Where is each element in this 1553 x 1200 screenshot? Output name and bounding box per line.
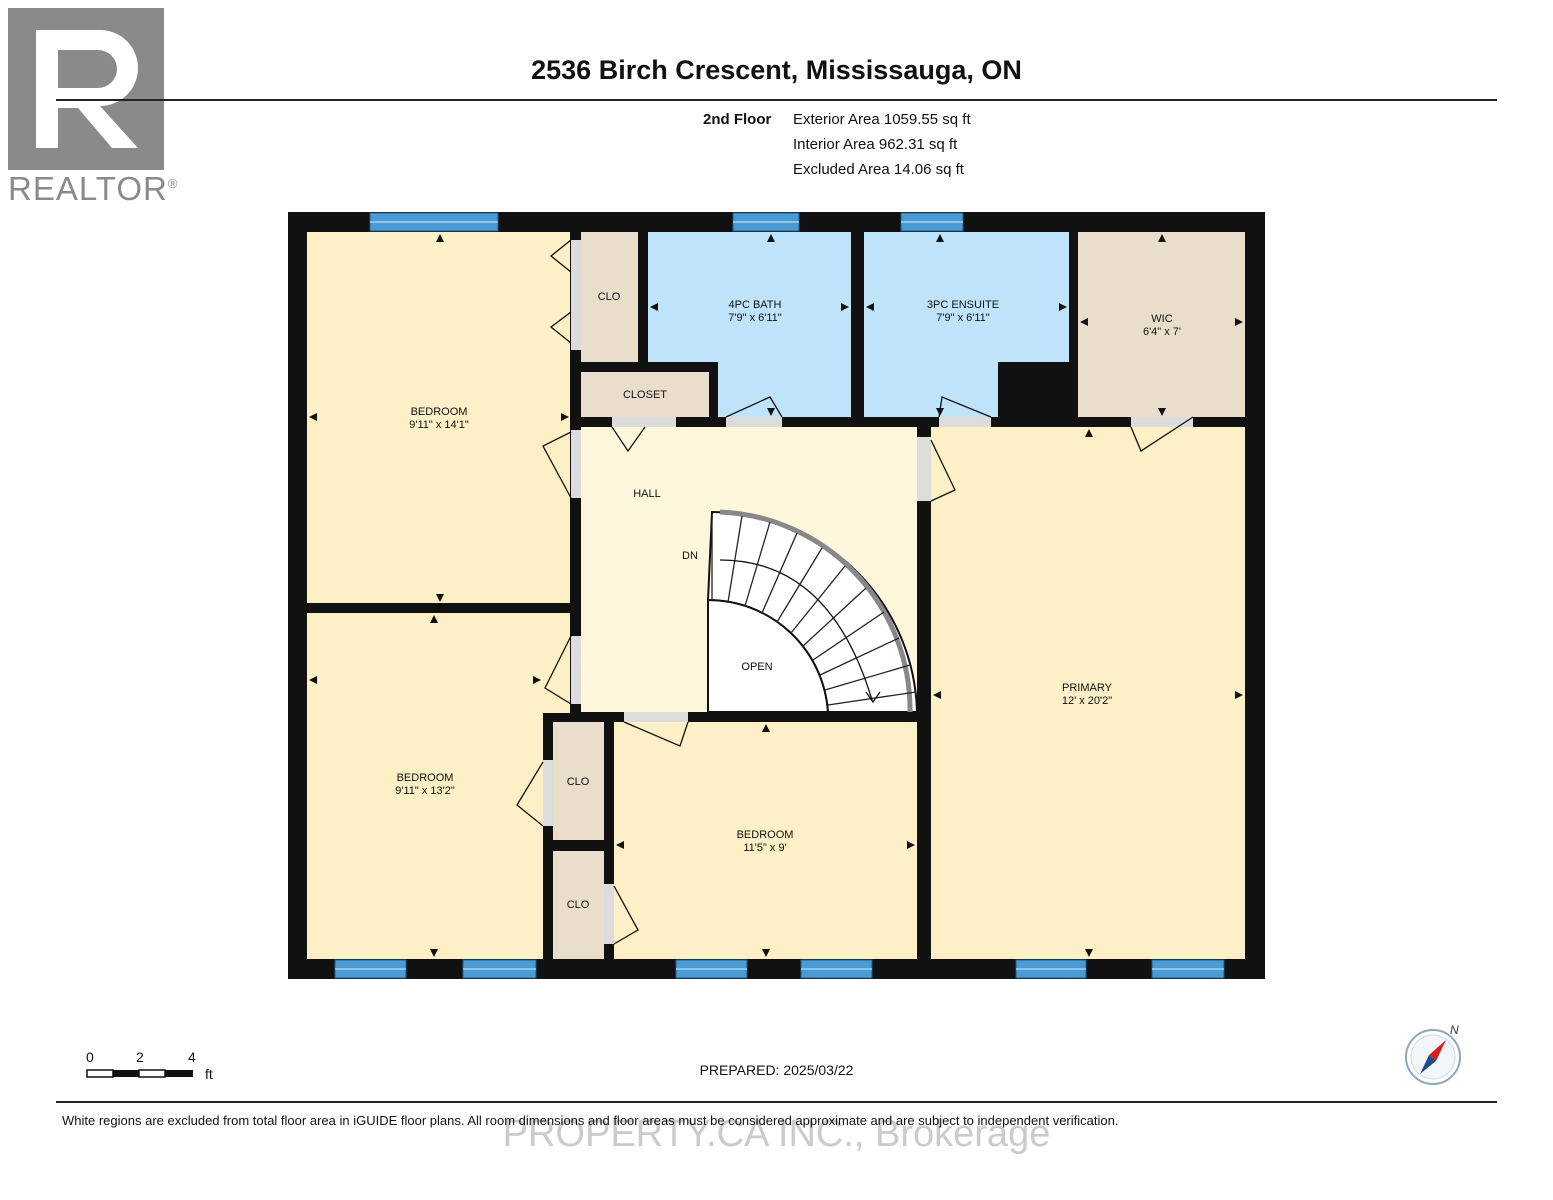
room-clo-mid xyxy=(553,722,604,840)
room-label: 3PC ENSUITE xyxy=(927,299,999,311)
stairs-label: DN xyxy=(682,550,698,562)
scale-unit: ft xyxy=(205,1066,213,1082)
room-3pc-ensuite-lower xyxy=(864,360,998,417)
footer-divider xyxy=(56,1101,1497,1103)
room-4pc-bath xyxy=(648,232,851,362)
scale-tick: 4 xyxy=(188,1049,196,1065)
room-clo-low xyxy=(553,851,604,959)
scale-tick: 2 xyxy=(136,1049,144,1065)
scale-tick: 0 xyxy=(86,1049,94,1065)
disclaimer-text: White regions are excluded from total fl… xyxy=(62,1113,1119,1128)
room-dims: 12' x 20'2" xyxy=(1062,695,1112,707)
room-label: PRIMARY xyxy=(1062,682,1113,694)
excluded-area: Excluded Area 14.06 sq ft xyxy=(793,161,964,178)
title-divider xyxy=(56,99,1497,101)
room-label: 4PC BATH xyxy=(729,299,782,311)
room-label: BEDROOM xyxy=(411,406,468,418)
room-4pc-bath-lower xyxy=(718,360,851,417)
room-label: BEDROOM xyxy=(737,829,794,841)
room-bedroom-nw xyxy=(307,232,570,603)
scale-bar xyxy=(86,1069,193,1078)
compass-icon: N xyxy=(1405,1023,1461,1085)
brokerage-watermark: PROPERTY.CA INC., Brokerage xyxy=(502,1113,1051,1155)
room-primary xyxy=(931,427,1245,959)
room-dims: 6'4" x 7' xyxy=(1143,326,1181,338)
room-clo-top xyxy=(581,232,638,362)
room-bedroom-s xyxy=(614,722,917,959)
room-dims: 9'11" x 13'2" xyxy=(395,785,455,797)
realtor-logo xyxy=(8,8,164,170)
room-dims: 7'9" x 6'11" xyxy=(728,312,781,324)
room-wic xyxy=(1078,232,1245,417)
prepared-date: PREPARED: 2025/03/22 xyxy=(699,1062,854,1078)
interior-area: Interior Area 962.31 sq ft xyxy=(793,136,958,153)
room-label: WIC xyxy=(1151,313,1172,325)
page-title: 2536 Birch Crescent, Mississauga, ON xyxy=(531,55,1022,85)
room-label: OPEN xyxy=(741,661,772,673)
room-bedroom-sw-upper xyxy=(307,613,570,713)
room-dims: 11'5" x 9' xyxy=(743,842,786,854)
room-3pc-ensuite xyxy=(864,232,1069,362)
room-label: HALL xyxy=(633,488,661,500)
room-dims: 7'9" x 6'11" xyxy=(936,312,989,324)
room-dims: 9'11" x 14'1" xyxy=(409,419,469,431)
realtor-logo-text: REALTOR® xyxy=(8,170,179,207)
room-label: CLOSET xyxy=(623,389,667,401)
room-label: CLO xyxy=(567,899,590,911)
room-label: BEDROOM xyxy=(397,772,454,784)
room-label: CLO xyxy=(567,776,590,788)
floor-name: 2nd Floor xyxy=(703,111,772,128)
floor-plan: BEDROOM 9'11" x 14'1" CLO 4PC BATH 7'9" … xyxy=(288,212,1265,979)
exterior-area: Exterior Area 1059.55 sq ft xyxy=(793,111,971,128)
room-label: CLO xyxy=(598,291,621,303)
room-closet xyxy=(581,372,709,417)
compass-north: N xyxy=(1450,1023,1459,1037)
